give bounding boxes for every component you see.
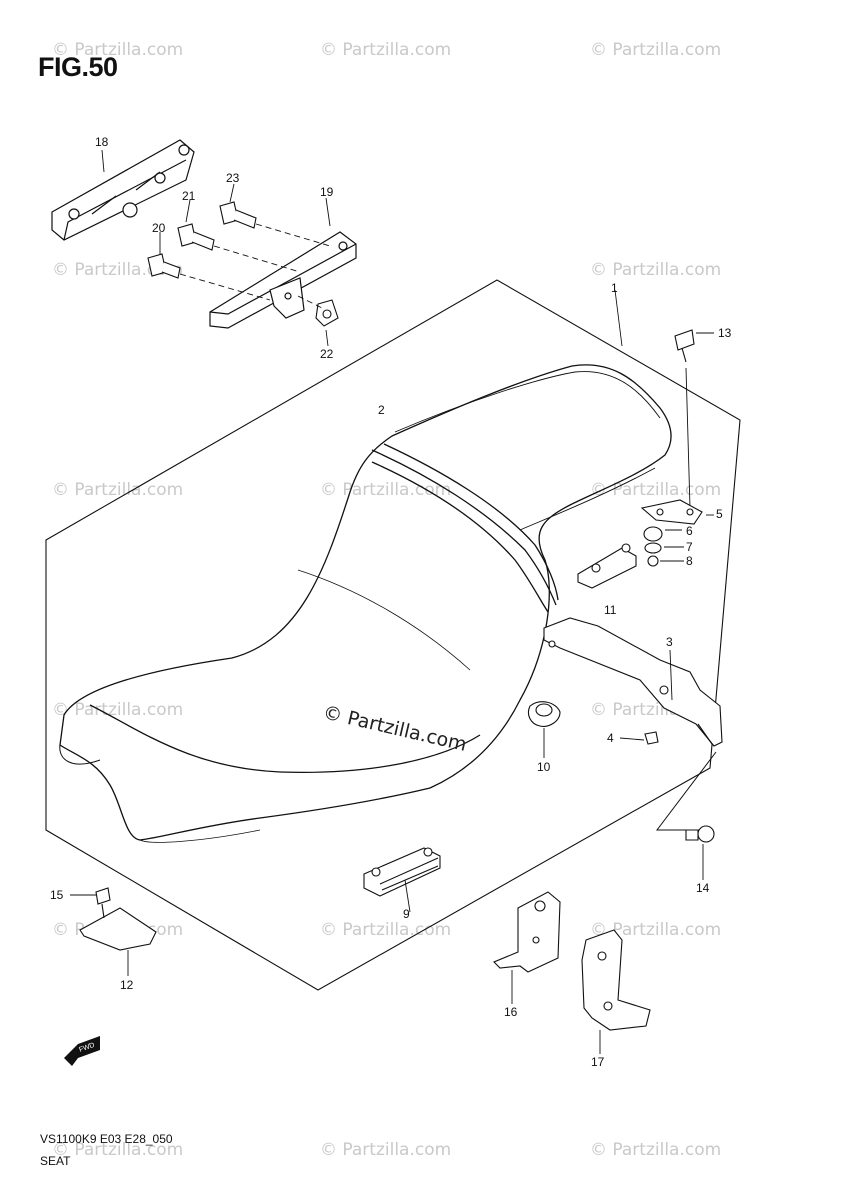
callout-17: 17: [591, 1055, 605, 1069]
callout-22: 22: [320, 347, 334, 361]
figure-title: FIG.50: [38, 52, 118, 82]
callout-8: 8: [686, 554, 693, 568]
callout-13: 13: [718, 326, 732, 340]
callout-16: 16: [504, 1005, 518, 1019]
callout-4: 4: [607, 731, 614, 745]
diagram-code: VS1100K9 E03 E28_050: [40, 1132, 173, 1146]
callout-6: 6: [686, 524, 693, 538]
callout-18: 18: [95, 135, 109, 149]
callout-23: 23: [226, 171, 240, 185]
callout-11: 11: [604, 603, 617, 617]
seat-bracket: [209, 231, 357, 329]
dashed-alignment-lines: [179, 223, 331, 309]
watermark-text: © Partzilla.com: [320, 1140, 451, 1160]
seat-lock-bracket: [543, 617, 723, 747]
leader-lines: [70, 149, 714, 1054]
watermark-text: © Partzilla.com: [320, 480, 451, 500]
callout-12: 12: [120, 978, 134, 992]
bracket-17: [581, 929, 651, 1031]
watermark-text: © Partzilla.com: [590, 920, 721, 940]
watermark-text: © Partzilla.com: [52, 1140, 183, 1160]
forward-arrow-icon: FWD: [64, 1036, 100, 1066]
watermark-text: © Partzilla.com: [320, 40, 451, 60]
right-hardware: [577, 329, 703, 589]
callout-2: 2: [378, 403, 385, 417]
diagram-name: SEAT: [40, 1154, 71, 1168]
center-watermark: © Partzilla.com: [321, 701, 469, 755]
watermark-text: © Partzilla.com: [590, 40, 721, 60]
callout-14: 14: [696, 881, 710, 895]
assembly-boundary: [45, 279, 741, 991]
callout-labels: 1 2 3 4 5 6 7 8 9 10 11 12 13 14 15 16 1…: [50, 135, 732, 1069]
grab-rail: [51, 139, 195, 241]
callout-9: 9: [403, 907, 410, 921]
bracket-16: [493, 891, 561, 973]
seat: [59, 364, 672, 843]
background-watermarks: © Partzilla.com © Partzilla.com © Partzi…: [52, 40, 721, 1160]
watermark-text: © Partzilla.com: [590, 480, 721, 500]
leader-14-arrow: [655, 751, 717, 831]
callout-19: 19: [320, 185, 334, 199]
callout-1: 1: [611, 281, 618, 295]
watermark-text: © Partzilla.com: [52, 480, 183, 500]
callout-3: 3: [666, 635, 673, 649]
callout-7: 7: [686, 540, 693, 554]
callout-20: 20: [152, 221, 166, 235]
bolts: [147, 201, 339, 327]
callout-15: 15: [50, 888, 64, 902]
callout-10: 10: [537, 760, 551, 774]
rubber-and-nut: [527, 701, 659, 745]
callout-5: 5: [716, 507, 723, 521]
watermark-text: © Partzilla.com: [52, 40, 183, 60]
watermark-text: © Partzilla.com: [590, 1140, 721, 1160]
rubber-cushion: [363, 847, 441, 897]
screw-14: [685, 825, 715, 843]
watermark-text: © Partzilla.com: [590, 260, 721, 280]
callout-21: 21: [182, 189, 196, 203]
watermark-text: © Partzilla.com: [320, 920, 451, 940]
bracket-12: [79, 887, 157, 951]
watermark-text: © Partzilla.com: [52, 700, 183, 720]
